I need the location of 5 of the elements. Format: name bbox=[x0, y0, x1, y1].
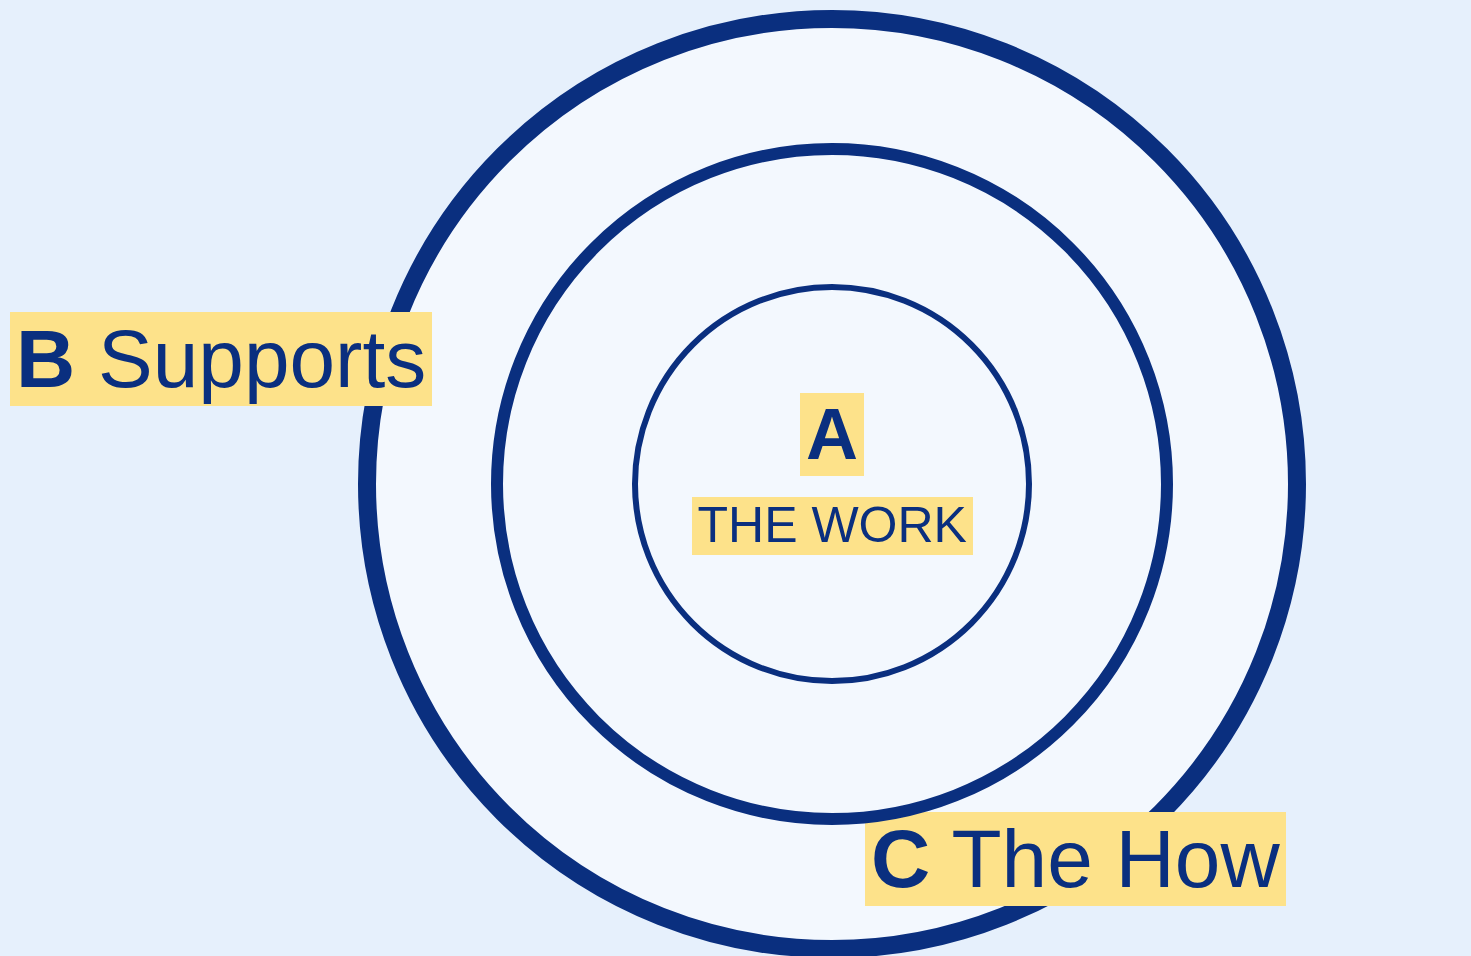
inner-circle bbox=[632, 284, 1032, 684]
center-label: THE WORK bbox=[691, 497, 973, 555]
ring-label: B Supports bbox=[10, 312, 433, 407]
letter-label: A bbox=[800, 393, 864, 476]
ring-label: C The How bbox=[865, 812, 1286, 907]
